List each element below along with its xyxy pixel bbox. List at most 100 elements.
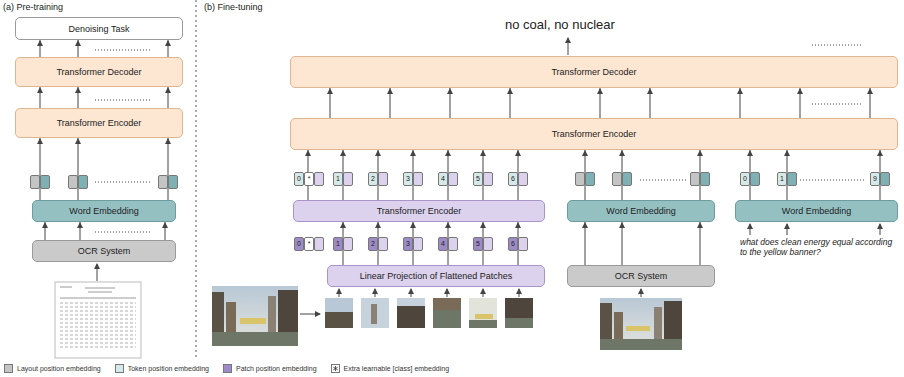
- document-image: [55, 282, 141, 358]
- embedding-square: [30, 175, 40, 189]
- legend-item: Layout position embedding: [4, 364, 101, 373]
- embedding-square: [448, 237, 458, 251]
- question-text: what does clean energy equal according t…: [740, 237, 896, 257]
- city-photo: [600, 298, 682, 350]
- position-index: 5: [473, 172, 483, 186]
- position-index: 6: [508, 237, 518, 251]
- embedding-square: [378, 172, 388, 186]
- embedding-square: [700, 172, 710, 186]
- embedding-square: [314, 172, 324, 186]
- legend-item: Patch position embedding: [223, 364, 317, 373]
- embedding-square: [68, 175, 78, 189]
- flow-arrow: [340, 222, 521, 265]
- position-index: *: [304, 237, 314, 251]
- city-photo: [212, 286, 298, 346]
- embedding-square: [483, 237, 493, 251]
- embedding-square: [448, 172, 458, 186]
- task-box: Denoising Task: [15, 17, 183, 40]
- embedding-square: [40, 175, 50, 189]
- legend-swatch: [115, 364, 124, 373]
- embedding-square: [690, 172, 700, 186]
- embedding-square: [750, 172, 760, 186]
- projection-box: Linear Projection of Flattened Patches: [327, 265, 545, 287]
- encoder-box: Transformer Encoder: [293, 200, 545, 222]
- box-label: OCR System: [615, 271, 668, 281]
- position-index: 4: [438, 237, 448, 251]
- embedding-square: [343, 172, 353, 186]
- panel-separator: [196, 0, 197, 358]
- box-label: Transformer Encoder: [57, 118, 142, 128]
- flow-arrow: [305, 150, 521, 200]
- panel-title: (b) Fine-tuning: [204, 2, 263, 12]
- embedding-square: [158, 175, 168, 189]
- flow-arrow: [42, 222, 168, 240]
- ocr-box: OCR System: [567, 265, 715, 287]
- encoder-box: Transformer Encoder: [290, 118, 898, 150]
- embedding-square: [413, 172, 423, 186]
- legend-text: Token position embedding: [128, 365, 209, 372]
- legend-item: Token position embedding: [115, 364, 209, 373]
- embedding-square: [168, 175, 178, 189]
- position-index: 9: [870, 172, 880, 186]
- legend-swatch: [223, 364, 232, 373]
- flow-arrow: [582, 222, 703, 265]
- image-patches: [325, 298, 533, 328]
- position-index: 2: [368, 237, 378, 251]
- embedding-square: [575, 172, 585, 186]
- box-label: Transformer Decoder: [551, 67, 636, 77]
- embedding-box: Word Embedding: [32, 200, 176, 222]
- box-label: Transformer Encoder: [377, 206, 462, 216]
- ocr-box: OCR System: [32, 240, 176, 262]
- position-index: 1: [777, 172, 787, 186]
- embedding-square: [314, 237, 324, 251]
- decoder-box: Transformer Decoder: [290, 56, 898, 88]
- flow-arrow: [37, 40, 171, 57]
- box-label: Word Embedding: [782, 206, 851, 216]
- embedding-square: [787, 172, 797, 186]
- position-index: 2: [368, 172, 378, 186]
- legend-swatch: [4, 364, 13, 373]
- flow-arrow: [747, 150, 883, 200]
- embedding-square: [518, 237, 528, 251]
- legend-item: Extra learnable [class] embedding: [331, 364, 449, 373]
- legend: Layout position embedding Token position …: [4, 364, 449, 373]
- position-index: 0: [740, 172, 750, 186]
- box-label: Word Embedding: [69, 206, 138, 216]
- embedding-square: [622, 172, 632, 186]
- position-index: 1: [333, 172, 343, 186]
- encoder-box: Transformer Encoder: [15, 108, 183, 138]
- panel-title: (a) Pre-training: [3, 2, 63, 12]
- position-index: 0: [294, 237, 304, 251]
- position-index: 0: [294, 172, 304, 186]
- embedding-square: [612, 172, 622, 186]
- box-label: Transformer Decoder: [56, 67, 141, 77]
- class-token-sample: [331, 364, 340, 373]
- box-label: Word Embedding: [606, 206, 675, 216]
- embedding-box: Word Embedding: [735, 200, 898, 222]
- embedding-square: [78, 175, 88, 189]
- embedding-square: [413, 237, 423, 251]
- box-label: Denoising Task: [69, 24, 130, 34]
- embedding-square: [518, 172, 528, 186]
- box-label: Linear Projection of Flattened Patches: [360, 271, 513, 281]
- box-label: OCR System: [78, 246, 131, 256]
- decoder-box: Transformer Decoder: [15, 57, 183, 87]
- position-index: *: [304, 172, 314, 186]
- flow-arrow: [327, 88, 873, 118]
- flow-arrow: [37, 138, 171, 200]
- legend-text: Layout position embedding: [17, 365, 101, 372]
- position-index: 6: [508, 172, 518, 186]
- position-index: 4: [438, 172, 448, 186]
- position-index: 3: [403, 172, 413, 186]
- embedding-square: [378, 237, 388, 251]
- embedding-box: Word Embedding: [567, 200, 715, 222]
- output-text: no coal, no nuclear: [505, 17, 615, 32]
- legend-text: Extra learnable [class] embedding: [344, 365, 449, 372]
- position-index: 1: [333, 237, 343, 251]
- flow-arrow: [582, 150, 703, 200]
- embedding-square: [483, 172, 493, 186]
- embedding-square: [585, 172, 595, 186]
- position-index: 3: [403, 237, 413, 251]
- box-label: Transformer Encoder: [552, 129, 637, 139]
- embedding-square: [880, 172, 890, 186]
